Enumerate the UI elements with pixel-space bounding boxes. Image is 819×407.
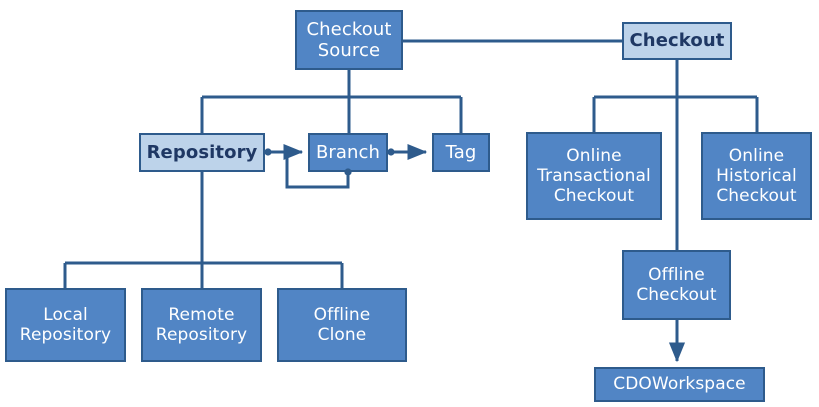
junction-dot-branch-out	[387, 148, 395, 156]
node-online-transactional-checkout-label: Online Transactional Checkout	[537, 145, 651, 207]
junction-dot-repository-out	[264, 148, 272, 156]
node-checkout-source-label: Checkout Source	[306, 18, 392, 61]
node-branch-label: Branch	[315, 141, 381, 163]
node-tag-label: Tag	[445, 141, 477, 163]
node-offline-checkout[interactable]: Offline Checkout	[622, 250, 731, 320]
node-repository[interactable]: Repository	[139, 133, 265, 172]
node-checkout-source[interactable]: Checkout Source	[295, 10, 403, 70]
node-offline-clone[interactable]: Offline Clone	[277, 288, 407, 362]
node-offline-checkout-label: Offline Checkout	[636, 264, 717, 305]
node-checkout-label: Checkout	[629, 30, 725, 52]
node-branch[interactable]: Branch	[308, 133, 388, 172]
node-checkout[interactable]: Checkout	[622, 22, 732, 60]
node-online-historical-checkout[interactable]: Online Historical Checkout	[701, 132, 812, 220]
node-repository-label: Repository	[146, 141, 258, 163]
node-remote-repository[interactable]: Remote Repository	[141, 288, 262, 362]
node-cdoworkspace[interactable]: CDOWorkspace	[594, 367, 765, 402]
node-online-historical-checkout-label: Online Historical Checkout	[716, 145, 797, 207]
node-local-repository-label: Local Repository	[19, 304, 112, 345]
node-offline-clone-label: Offline Clone	[313, 304, 371, 345]
node-cdoworkspace-label: CDOWorkspace	[613, 374, 746, 395]
node-remote-repository-label: Remote Repository	[155, 304, 248, 345]
node-tag[interactable]: Tag	[432, 133, 490, 172]
node-online-transactional-checkout[interactable]: Online Transactional Checkout	[526, 132, 662, 220]
node-local-repository[interactable]: Local Repository	[5, 288, 126, 362]
